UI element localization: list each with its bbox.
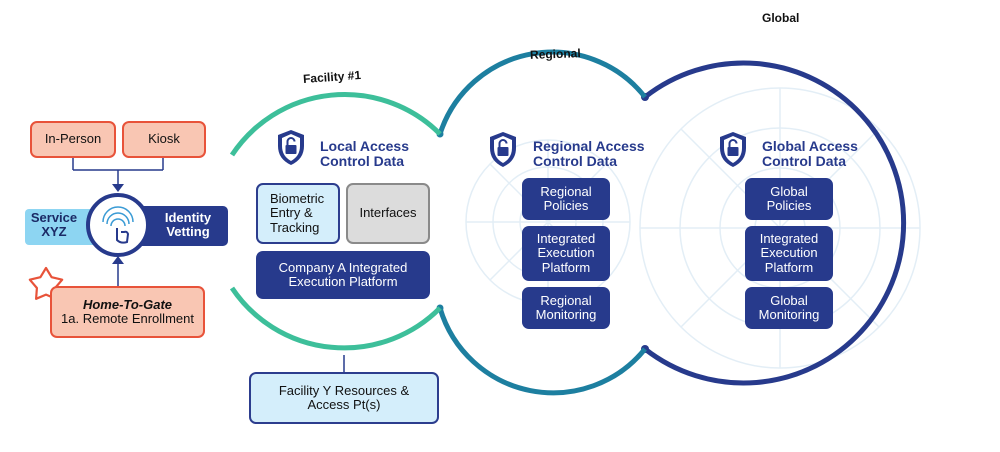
regional-policies-box: Regional Policies <box>522 178 610 220</box>
remote-enrollment-label: 1a. Remote Enrollment <box>61 311 194 326</box>
facility-resources-line-2: Access Pt(s) <box>307 397 381 412</box>
lock-shield-icon <box>720 132 746 167</box>
regional-policies-line-2: Policies <box>543 198 589 213</box>
lock-shield-icon <box>490 132 516 167</box>
touch-fingerprint-icon <box>102 206 134 244</box>
identity-vetting-label: Identity Vetting <box>150 210 226 240</box>
local-access-heading: Local Access Control Data <box>320 139 409 168</box>
regional-monitoring-box: Regional Monitoring <box>522 287 610 329</box>
local-heading-line-1: Local Access <box>320 138 409 154</box>
global-arc-label: Global <box>762 11 800 25</box>
global-platform-line-2: Execution <box>760 245 818 261</box>
identity-line-2: Vetting <box>166 224 210 240</box>
regional-access-heading: Regional Access Control Data <box>533 139 645 168</box>
home-to-gate-label: Home-To-Gate <box>82 296 173 312</box>
service-line-2: XYZ <box>41 224 67 240</box>
regional-policies-line-1: Regional <box>540 183 592 199</box>
biometric-line-2: Entry & <box>270 205 313 221</box>
identity-band <box>128 206 228 246</box>
global-heading-line-2: Control Data <box>762 152 846 169</box>
global-platform-line-3: Platform <box>764 259 814 275</box>
global-monitoring-line-1: Global <box>770 292 808 308</box>
facility-resources-line-1: Facility Y Resources & <box>278 382 410 398</box>
in-person-box: In-Person <box>30 121 116 158</box>
global-platform-line-1: Integrated <box>759 231 819 247</box>
regional-monitoring-line-2: Monitoring <box>535 307 597 322</box>
regional-platform-line-3: Platform <box>541 259 591 275</box>
biometric-box: Biometric Entry & Tracking <box>256 183 340 244</box>
global-access-heading: Global Access Control Data <box>762 139 858 168</box>
global-policies-line-1: Global <box>770 183 808 199</box>
global-heading-line-1: Global Access <box>762 138 858 154</box>
regional-monitoring-line-1: Regional <box>540 292 592 308</box>
service-band <box>25 209 107 245</box>
biometric-line-1: Biometric <box>270 191 325 207</box>
regional-platform-line-1: Integrated <box>536 231 596 247</box>
local-heading-line-2: Control Data <box>320 152 404 169</box>
kiosk-box: Kiosk <box>122 121 206 158</box>
down-arrow-head <box>112 184 124 192</box>
vetting-circle <box>86 193 150 257</box>
biometric-line-3: Tracking <box>270 219 320 235</box>
global-monitoring-box: Global Monitoring <box>745 287 833 329</box>
regional-arc-top <box>437 49 647 135</box>
global-policies-line-2: Policies <box>766 198 812 213</box>
interfaces-box: Interfaces <box>346 183 430 244</box>
global-monitoring-line-2: Monitoring <box>758 307 820 322</box>
regional-heading-line-2: Control Data <box>533 152 617 169</box>
regional-platform-line-2: Execution <box>537 245 595 261</box>
regional-heading-line-1: Regional Access <box>533 138 645 154</box>
global-arc <box>643 60 907 386</box>
regional-arc-label: Regional <box>529 46 581 62</box>
service-line-1: Service <box>30 210 78 225</box>
company-platform-line-2: Execution Platform <box>288 274 398 289</box>
facility-resources-box: Facility Y Resources & Access Pt(s) <box>249 372 439 424</box>
regional-platform-box: Integrated Execution Platform <box>522 226 610 281</box>
up-arrow-head <box>112 256 124 264</box>
company-platform-box: Company A Integrated Execution Platform <box>256 251 430 299</box>
remote-enrollment-box: Home-To-Gate 1a. Remote Enrollment <box>50 286 205 338</box>
lock-shield-icon <box>278 130 304 165</box>
regional-arc-bottom <box>437 307 647 396</box>
company-platform-line-1: Company A Integrated <box>278 259 408 275</box>
facility-arc-top <box>229 92 442 157</box>
facility-arc-bottom <box>229 286 442 351</box>
identity-line-1: Identity <box>164 210 212 225</box>
service-xyz-label: Service XYZ <box>25 210 83 240</box>
global-platform-box: Integrated Execution Platform <box>745 226 833 281</box>
global-policies-box: Global Policies <box>745 178 833 220</box>
